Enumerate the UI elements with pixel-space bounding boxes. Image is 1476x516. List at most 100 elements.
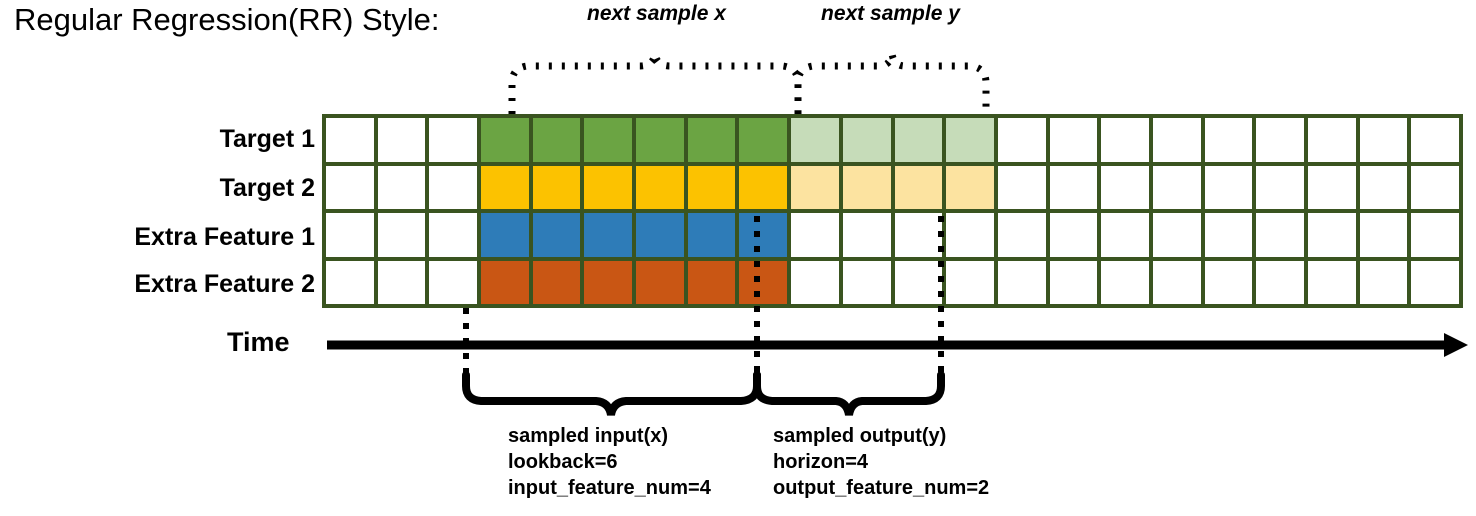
grid-cell-r3-c7 [636,213,684,257]
grid-cell-r3-c12 [894,213,943,257]
grid-cell-r1-c9 [739,118,788,162]
grid-cell-r2-c9 [739,165,788,209]
grid-cell-r1-c10 [791,118,839,162]
grid-cell-r2-c12 [894,165,943,209]
grid-cell-r4-c9 [739,260,788,304]
grid-cell-r3-c16 [1101,213,1149,257]
sampled-input-note-line-2: lookback=6 [508,451,618,473]
grid-cell-r4-c12 [894,260,943,304]
grid-cell-r1-c5 [532,118,581,162]
grid-cell-r4-c14 [997,260,1046,304]
sampled-input-note-line-1: sampled input(x) [508,425,669,447]
grid-cell-r4-c10 [791,260,839,304]
dotted-brace-next-sample-x [508,53,802,114]
grid-cell-r3-c20 [1307,213,1356,257]
grid-cell-r3-c19 [1256,213,1304,257]
grid-cell-r3-c3 [429,213,478,257]
grid-cell-r2-c19 [1256,165,1304,209]
time-axis-arrowhead [1444,333,1468,357]
solid-brace-sampled-output [753,371,945,416]
grid-cell-r4-c3 [429,260,478,304]
grid-cell-r1-c11 [842,118,891,162]
grid-cell-r4-c21 [1359,260,1408,304]
grid-cell-r4-c8 [687,260,736,304]
time-axis-label: Time [227,327,290,357]
grid-cell-r1-c19 [1256,118,1304,162]
grid-cell-r1-c3 [429,118,478,162]
grid-cell-r2-c1 [326,165,374,209]
grid-cell-r2-c2 [377,165,426,209]
grid-cell-r4-c19 [1256,260,1304,304]
grid-cell-r3-c21 [1359,213,1408,257]
grid-cell-r4-c4 [481,260,529,304]
grid-cell-r1-c18 [1204,118,1253,162]
grid-cell-r1-c17 [1152,118,1201,162]
dotted-brace-next-sample-y [794,53,990,114]
grid-cell-r1-c6 [584,118,633,162]
grid-cell-r2-c21 [1359,165,1408,209]
grid-cell-r3-c5 [532,213,581,257]
grid-cell-r3-c2 [377,213,426,257]
grid-cell-r3-c17 [1152,213,1201,257]
grid-cell-r1-c4 [481,118,529,162]
grid-cell-r2-c10 [791,165,839,209]
grid-cell-r4-c5 [532,260,581,304]
next-sample-x-label: next sample x [587,2,726,25]
row-label-target-1: Target 1 [219,125,315,153]
grid-cell-r1-c13 [946,118,994,162]
grid-cell-r4-c15 [1049,260,1098,304]
grid-cell-r4-c16 [1101,260,1149,304]
grid-cell-r2-c14 [997,165,1046,209]
grid-cell-r3-c6 [584,213,633,257]
grid-cell-r3-c11 [842,213,891,257]
grid-cell-r3-c9 [739,213,788,257]
grid-cell-r1-c21 [1359,118,1408,162]
grid-cell-r2-c6 [584,165,633,209]
grid-cell-r3-c18 [1204,213,1253,257]
grid-cell-r3-c22 [1411,213,1459,257]
sampled-input-note: sampled input(x) lookback=6 input_featur… [508,423,711,501]
row-label-target-2: Target 2 [219,174,315,202]
grid-cell-r2-c15 [1049,165,1098,209]
grid-cell-r1-c8 [687,118,736,162]
sampled-output-note: sampled output(y) horizon=4 output_featu… [773,423,989,501]
grid-cell-r2-c5 [532,165,581,209]
grid-cell-r2-c4 [481,165,529,209]
sampled-input-note-line-3: input_feature_num=4 [508,477,711,499]
sampled-output-note-line-1: sampled output(y) [773,425,947,447]
grid-cell-r3-c8 [687,213,736,257]
grid-cell-r4-c13 [946,260,994,304]
timeline-grid [322,114,1463,308]
grid-cell-r2-c3 [429,165,478,209]
grid-cell-r3-c4 [481,213,529,257]
grid-cell-r2-c22 [1411,165,1459,209]
grid-cell-r2-c11 [842,165,891,209]
grid-cell-r2-c18 [1204,165,1253,209]
grid-cell-r1-c14 [997,118,1046,162]
grid-cell-r1-c12 [894,118,943,162]
grid-cell-r4-c6 [584,260,633,304]
sampled-output-note-line-3: output_feature_num=2 [773,477,990,499]
grid-cell-r1-c16 [1101,118,1149,162]
grid-cell-r3-c15 [1049,213,1098,257]
grid-cell-r3-c10 [791,213,839,257]
page-title: Regular Regression(RR) Style: [14,2,440,37]
grid-cell-r2-c17 [1152,165,1201,209]
grid-cell-r4-c2 [377,260,426,304]
grid-cell-r1-c7 [636,118,684,162]
grid-cell-r4-c22 [1411,260,1459,304]
grid-cell-r3-c1 [326,213,374,257]
grid-cell-r1-c15 [1049,118,1098,162]
row-label-extra-feature-1: Extra Feature 1 [134,223,315,251]
grid-cell-r3-c14 [997,213,1046,257]
solid-brace-sampled-input [462,371,761,416]
grid-cell-r2-c13 [946,165,994,209]
grid-cell-r4-c11 [842,260,891,304]
next-sample-y-label: next sample y [821,2,960,25]
grid-cell-r4-c18 [1204,260,1253,304]
grid-cell-r1-c1 [326,118,374,162]
grid-cell-r3-c13 [946,213,994,257]
grid-cell-r4-c1 [326,260,374,304]
row-label-extra-feature-2: Extra Feature 2 [134,270,315,298]
